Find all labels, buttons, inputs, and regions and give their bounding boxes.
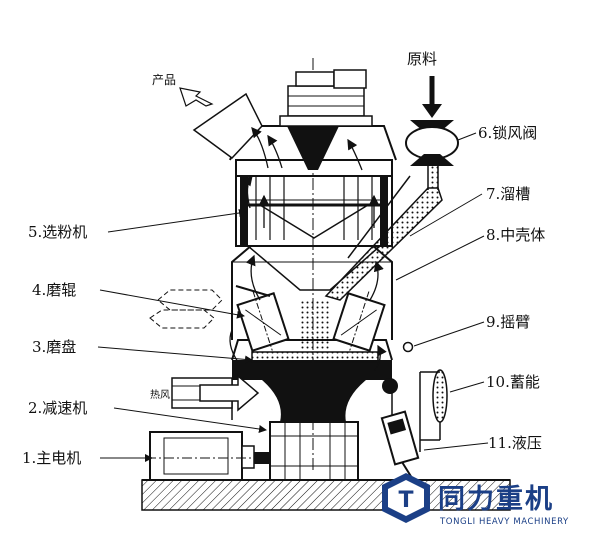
label-rocker-arm: 9.摇臂 — [486, 313, 530, 331]
label-product: 产品 — [152, 73, 176, 87]
airflow-arrows — [229, 127, 387, 373]
roller-swing-outline — [149, 289, 223, 329]
grinding-roller-right — [332, 291, 386, 352]
hydraulic-cylinder — [380, 410, 420, 479]
label-middle-shell: 8.中壳体 — [486, 226, 545, 244]
separator-drive — [279, 69, 373, 127]
brand-name-en: TONGLI HEAVY MACHINERY — [439, 517, 569, 527]
label-grinding-table: 3.磨盘 — [32, 338, 76, 356]
brand-logo-letter: T — [398, 488, 413, 513]
label-rotary-valve: 6.锁风阀 — [478, 124, 537, 142]
grinding-roller-left — [235, 285, 290, 352]
product-outlet — [179, 87, 263, 159]
label-raw-material: 原料 — [407, 50, 437, 68]
label-accumulator: 10.蓄能 — [486, 373, 540, 391]
label-chute: 7.溜槽 — [486, 185, 530, 203]
accumulator — [419, 369, 448, 452]
reducer — [269, 421, 359, 481]
hot-air-inlet — [171, 374, 260, 412]
label-reducer: 2.减速机 — [28, 399, 87, 417]
grinding-table — [251, 300, 379, 363]
callout-lines — [97, 132, 489, 462]
label-grinding-roller: 4.磨辊 — [32, 281, 76, 299]
rocker-arm-pivot — [382, 341, 414, 394]
label-hydraulic: 11.液压 — [488, 434, 542, 452]
mill-base — [231, 339, 393, 422]
label-separator: 5.选粉机 — [28, 223, 87, 241]
label-main-motor: 1.主电机 — [22, 449, 81, 467]
rotary-airlock-valve — [405, 120, 459, 190]
raw-material-arrow — [422, 76, 442, 118]
brand-logo: T — [382, 473, 430, 523]
main-motor — [110, 431, 300, 481]
brand-name-cn: 同力重机 — [438, 484, 554, 515]
chute — [324, 175, 443, 301]
label-hot-air: 热风 — [150, 388, 170, 401]
